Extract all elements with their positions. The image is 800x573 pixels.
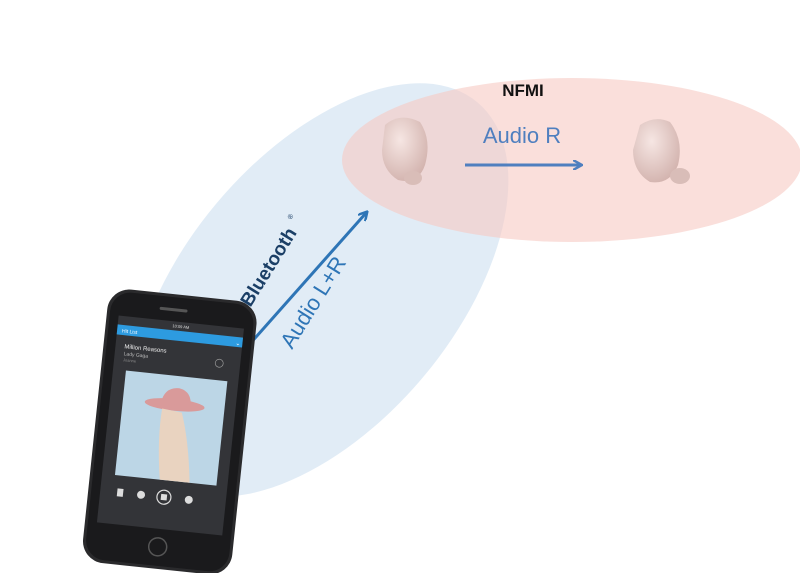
nfmi-zone: [342, 78, 800, 242]
facebook-icon[interactable]: [116, 488, 124, 497]
bluetooth-arrow: [238, 213, 366, 356]
phone-artist: Lady Gaga: [123, 351, 148, 360]
bluetooth-registered: ®: [286, 212, 296, 221]
nfmi-title: NFMI: [502, 81, 544, 100]
phone-track-title: Million Reasons: [124, 344, 167, 354]
phone-playlist[interactable]: Hit List: [122, 328, 138, 336]
nfmi-audio-label: Audio R: [483, 123, 561, 148]
phone: 10:09 AM Hit List ⌄ Million Reasons Lady…: [82, 289, 257, 573]
thumbs-down-icon[interactable]: [184, 495, 193, 504]
phone-album: Joanne: [123, 357, 137, 363]
chevron-down-icon[interactable]: ⌄: [235, 341, 241, 347]
earbud-left: [382, 117, 428, 185]
phone-time: 10:09 AM: [172, 323, 189, 330]
home-button[interactable]: [147, 537, 168, 557]
heart-icon[interactable]: [137, 490, 146, 499]
stop-button[interactable]: [156, 489, 172, 505]
more-icon[interactable]: [214, 358, 224, 368]
earbud-right: [633, 119, 690, 184]
